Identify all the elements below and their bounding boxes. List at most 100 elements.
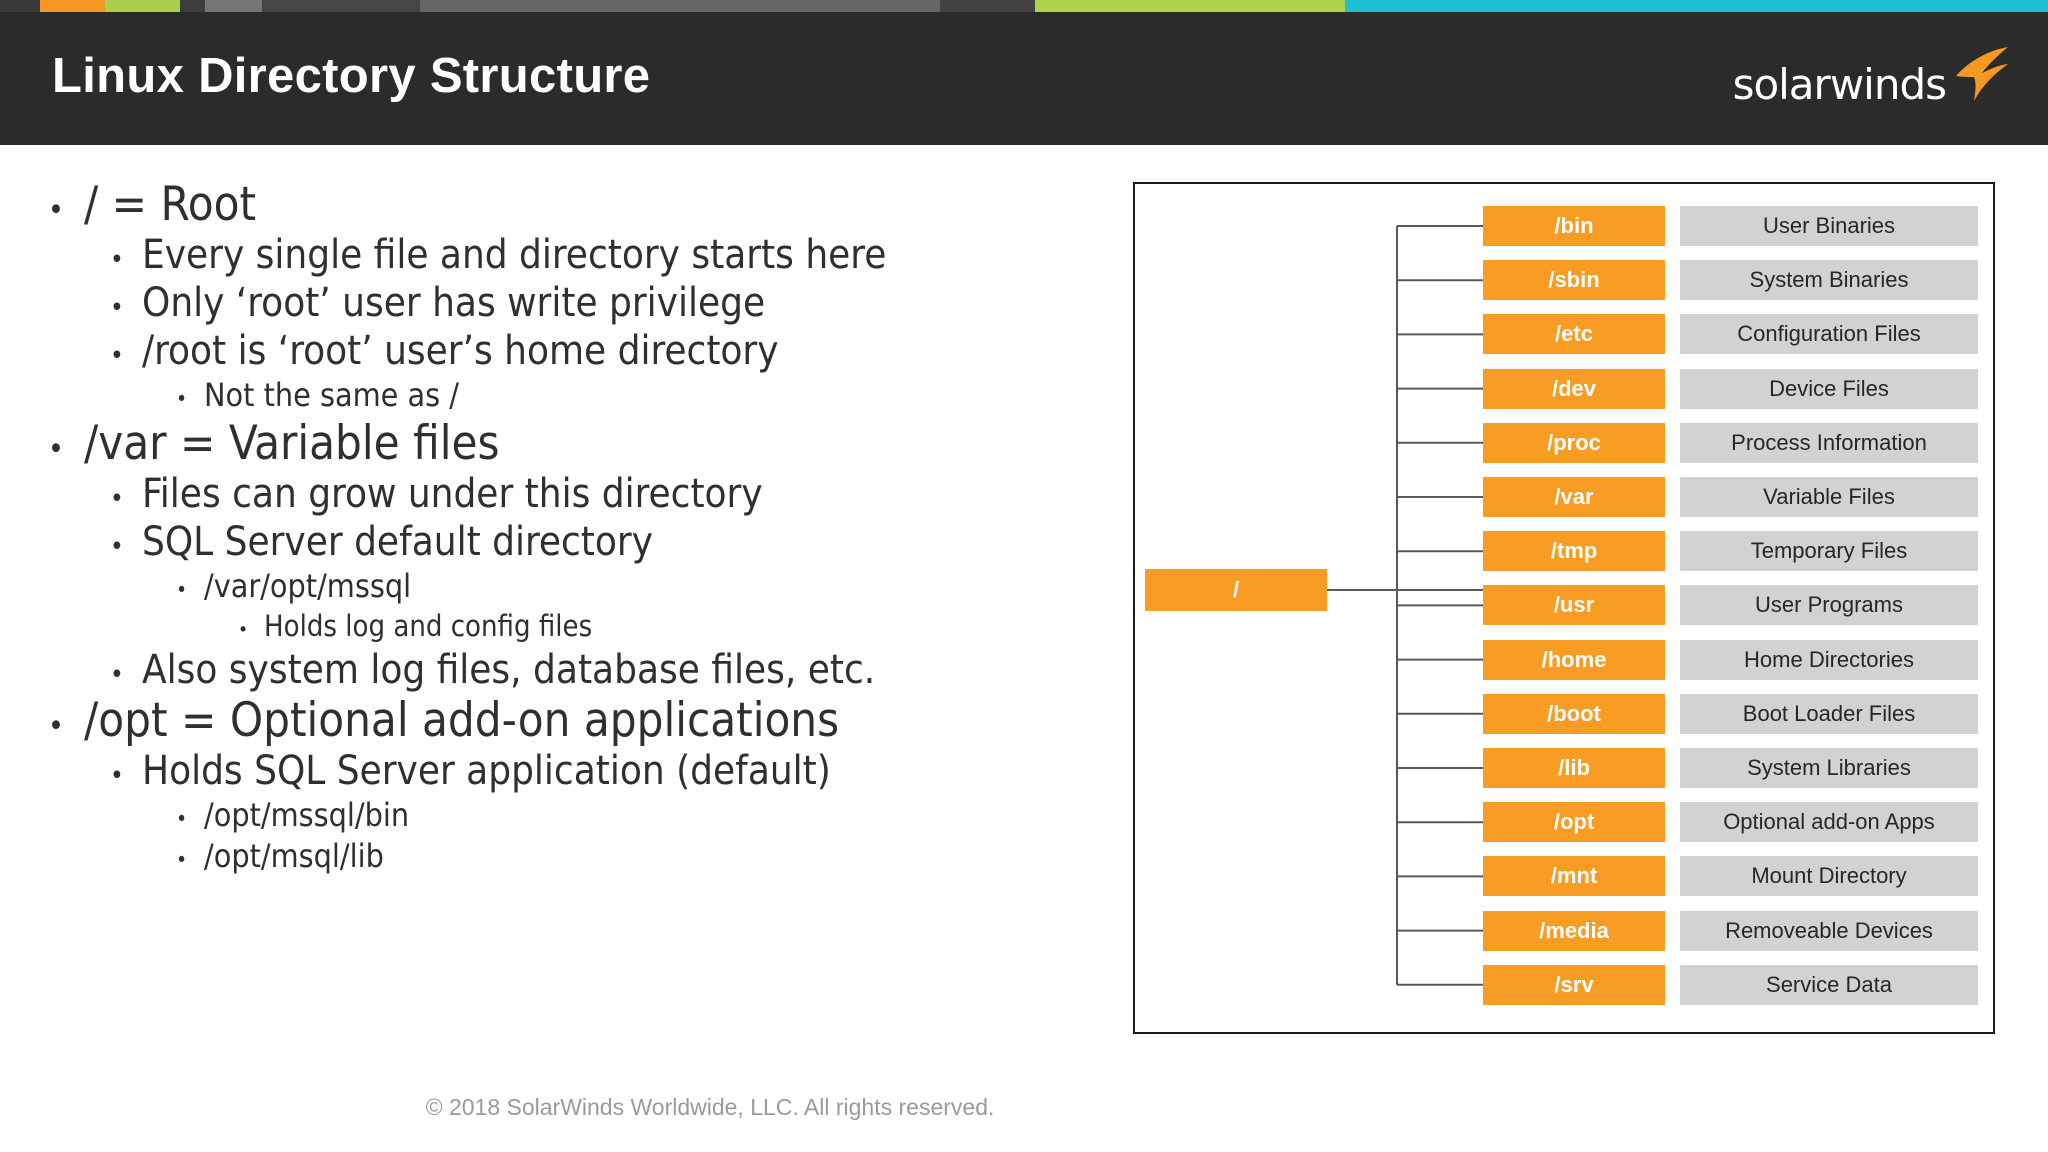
directory-node: /boot	[1483, 693, 1665, 734]
bullet-item: • Files can grow under this directory	[110, 470, 1108, 518]
bullet-text: /root is ‘root’ user’s home directory	[142, 328, 779, 375]
directory-description: Variable Files	[1680, 477, 1978, 517]
segment-dark-2	[180, 0, 205, 12]
node-gap	[1665, 585, 1680, 625]
node-gap	[1665, 369, 1680, 409]
bullet-text: / = Root	[84, 177, 257, 232]
tree-row: /lib System Libraries	[1483, 748, 1978, 788]
bullet-dot-icon: •	[110, 483, 124, 514]
tree-root-node: /	[1145, 569, 1327, 611]
node-gap	[1665, 856, 1680, 896]
bullet-text: Holds SQL Server application (default)	[142, 747, 831, 794]
tree-row: /media Removeable Devices	[1483, 910, 1978, 951]
tree-row: /home Home Directories	[1483, 639, 1978, 680]
directory-description: Home Directories	[1680, 639, 1978, 680]
bullet-item: • SQL Server default directory	[110, 518, 1108, 566]
directory-description: Process Information	[1680, 422, 1978, 463]
directory-node: /media	[1483, 910, 1665, 951]
bullet-dot-icon: •	[48, 193, 64, 228]
bullet-text: SQL Server default directory	[142, 518, 653, 565]
directory-node: /var	[1483, 477, 1665, 517]
bullet-text: /var/opt/mssql	[204, 566, 412, 605]
bullet-text: Every single file and directory starts h…	[142, 232, 887, 279]
node-gap	[1665, 477, 1680, 517]
bullet-item: • /opt/msql/lib	[176, 836, 1108, 878]
directory-node: /sbin	[1483, 260, 1665, 301]
directory-node: /opt	[1483, 802, 1665, 843]
solarwinds-wordmark: solarwinds	[1732, 60, 1947, 109]
directory-description: User Programs	[1680, 585, 1978, 626]
bullet-text: Not the same as /	[204, 376, 459, 415]
solarwinds-logo: solarwinds	[1733, 46, 2012, 106]
bullet-dot-icon: •	[48, 431, 64, 467]
bullet-item: •/opt = Optional add-on applications	[48, 694, 1108, 747]
node-gap	[1665, 748, 1680, 788]
directory-node: /bin	[1483, 206, 1665, 246]
segment-gray-1	[205, 0, 262, 12]
tree-row: /tmp Temporary Files	[1483, 531, 1978, 572]
node-gap	[1665, 531, 1680, 571]
directory-description: Mount Directory	[1680, 856, 1978, 897]
directory-description: Service Data	[1680, 964, 1978, 1005]
bullet-dot-icon: •	[176, 848, 188, 873]
bullet-text: Only ‘root’ user has write privilege	[142, 280, 766, 327]
node-gap	[1665, 260, 1680, 300]
bullet-dot-icon: •	[176, 577, 188, 602]
tree-row: /var Variable Files	[1483, 477, 1978, 517]
tree-row: /proc Process Information	[1483, 422, 1978, 463]
directory-node: /proc	[1483, 422, 1665, 463]
node-gap	[1665, 423, 1680, 463]
directory-node: /srv	[1483, 964, 1665, 1005]
bullet-item: • Also system log files, database files, …	[110, 646, 1108, 694]
tree-row: /mnt Mount Directory	[1483, 856, 1978, 897]
bullet-text: Also system log files, database files, e…	[142, 646, 876, 693]
bullet-dot-icon: •	[238, 619, 249, 642]
header-band	[0, 12, 2048, 145]
directory-description: Configuration Files	[1680, 314, 1978, 355]
tree-row: /srv Service Data	[1483, 964, 1978, 1005]
directory-node: /home	[1483, 639, 1665, 680]
bullet-item: •Holds SQL Server application (default)	[110, 747, 1108, 795]
segment-dark-3	[262, 0, 420, 12]
bullet-text: /var = Variable files	[84, 415, 500, 471]
bullet-dot-icon: •	[110, 293, 124, 324]
bullet-dot-icon: •	[110, 531, 124, 562]
directory-description: Boot Loader Files	[1680, 693, 1978, 734]
solarwinds-flame-icon	[1956, 47, 2008, 101]
directory-description: System Libraries	[1680, 748, 1978, 788]
bullet-text: Holds log and config files	[264, 609, 593, 644]
segment-orange	[40, 0, 105, 12]
segment-dark-1	[0, 0, 40, 12]
bullet-dot-icon: •	[176, 806, 188, 831]
node-gap	[1665, 965, 1680, 1005]
bullet-text: /opt/msql/lib	[204, 837, 384, 876]
bullet-item: • Only ‘root’ user has write privilege	[110, 279, 1108, 327]
segment-gray-2	[420, 0, 940, 12]
bullet-text: Files can grow under this directory	[142, 470, 763, 517]
bullet-dot-icon: •	[48, 708, 64, 744]
node-gap	[1665, 911, 1680, 951]
directory-node: /lib	[1483, 748, 1665, 788]
tree-row: /etc Configuration Files	[1483, 314, 1978, 355]
bullet-item: •Not the same as /	[176, 375, 1108, 417]
page-title: Linux Directory Structure	[52, 49, 651, 103]
node-gap	[1665, 206, 1680, 246]
bullet-item: • /var = Variable files	[48, 417, 1108, 470]
directory-node: /etc	[1483, 314, 1665, 355]
node-gap	[1665, 314, 1680, 354]
bullet-item: • / = Root	[48, 178, 1108, 231]
bullet-item: • Holds log and config files	[238, 607, 1108, 645]
directory-description: Temporary Files	[1680, 531, 1978, 572]
bullet-text: /opt/mssql/bin	[204, 795, 410, 834]
node-gap	[1665, 802, 1680, 842]
directory-node: /mnt	[1483, 856, 1665, 897]
directory-description: Removeable Devices	[1680, 910, 1978, 951]
bullet-dot-icon: •	[110, 659, 124, 690]
directory-node: /tmp	[1483, 531, 1665, 572]
footer-copyright: © 2018 SolarWinds Worldwide, LLC. All ri…	[425, 1094, 995, 1120]
